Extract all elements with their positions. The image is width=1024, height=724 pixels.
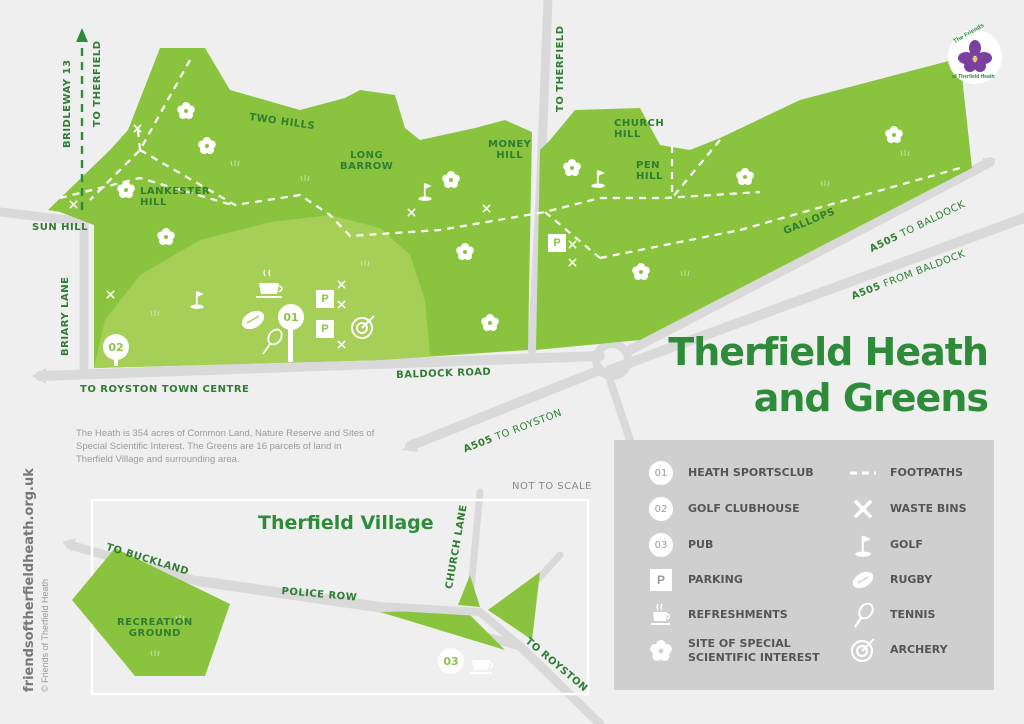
label-to-royston-centre: TO ROYSTON TOWN CENTRE (80, 384, 250, 395)
legend-item-sssi: SITE OF SPECIAL SCIENTIFIC INTEREST (648, 637, 820, 665)
marker-golf-clubhouse: 02 (103, 334, 129, 360)
legend-item-footpaths: FOOTPATHS (850, 460, 963, 486)
marker-parking-3: P (548, 234, 566, 252)
label-to-therfield-mid: TO THERFIELD (555, 25, 566, 112)
not-to-scale: NOT TO SCALE (512, 481, 592, 492)
label-to-therfield-left: TO THERFIELD (92, 40, 103, 127)
rugby-ball-icon (850, 567, 876, 593)
label-long-barrow: LONG BARROW (340, 150, 394, 172)
footpaths (59, 59, 961, 260)
legend-item-rugby: RUGBY (850, 567, 932, 593)
label-money-hill: MONEY HILL (488, 139, 532, 161)
roundabout (592, 340, 632, 380)
bridleway-arrow (76, 28, 88, 42)
legend-item-archery: ARCHERY (850, 637, 948, 663)
flower-icon (648, 638, 674, 664)
cross-icon (850, 496, 876, 522)
road-arrows (32, 158, 996, 552)
label-recreation-ground: RECREATION GROUND (117, 617, 193, 639)
label-bridleway: BRIDLEWAY 13 (62, 59, 73, 148)
refreshment-cup-icon (256, 269, 283, 298)
marker-sportsclub: 01 (278, 304, 304, 330)
marker-parking-2: P (316, 320, 334, 338)
village-title: Therfield Village (258, 512, 434, 534)
marker-pub: 03 (438, 648, 464, 674)
marker-parking-1: P (316, 290, 334, 308)
legend-item-waste-bins: WASTE BINS (850, 496, 967, 522)
rugby-ball-icon (241, 310, 265, 330)
legend-item-refreshments: REFRESHMENTS (648, 602, 788, 628)
description: The Heath is 354 acres of Common Land, N… (76, 428, 375, 465)
tennis-racket-icon (262, 328, 283, 355)
label-briary-lane: BRIARY LANE (60, 276, 71, 356)
village-pub (470, 660, 494, 674)
archery-target-icon (351, 315, 375, 339)
golf-flag-icon (850, 532, 876, 558)
label-church-hill: CHURCH HILL (614, 118, 665, 140)
label-sun-hill: SUN HILL (32, 222, 89, 233)
friends-badge: The Friends of Therfield Heath (946, 23, 1004, 86)
dashed-line-icon (850, 460, 876, 486)
archery-target-icon (850, 637, 876, 663)
tennis-racket-icon (850, 602, 876, 628)
legend-item-tennis: TENNIS (850, 602, 935, 628)
legend-item-golf: GOLF (850, 532, 923, 558)
violet-flower-icon (948, 30, 1002, 84)
website-url[interactable]: friendsoftherfieldheath.org.uk (22, 468, 37, 692)
cup-icon (648, 602, 674, 628)
village-greens (72, 548, 540, 676)
label-lankester-hill: LANKESTER HILL (140, 186, 211, 208)
label-pen-hill: PEN HILL (636, 160, 663, 182)
village-roads (196, 576, 524, 650)
sportsclub-post (288, 320, 293, 362)
copyright: © Friends of Therfield Heath (40, 578, 50, 692)
